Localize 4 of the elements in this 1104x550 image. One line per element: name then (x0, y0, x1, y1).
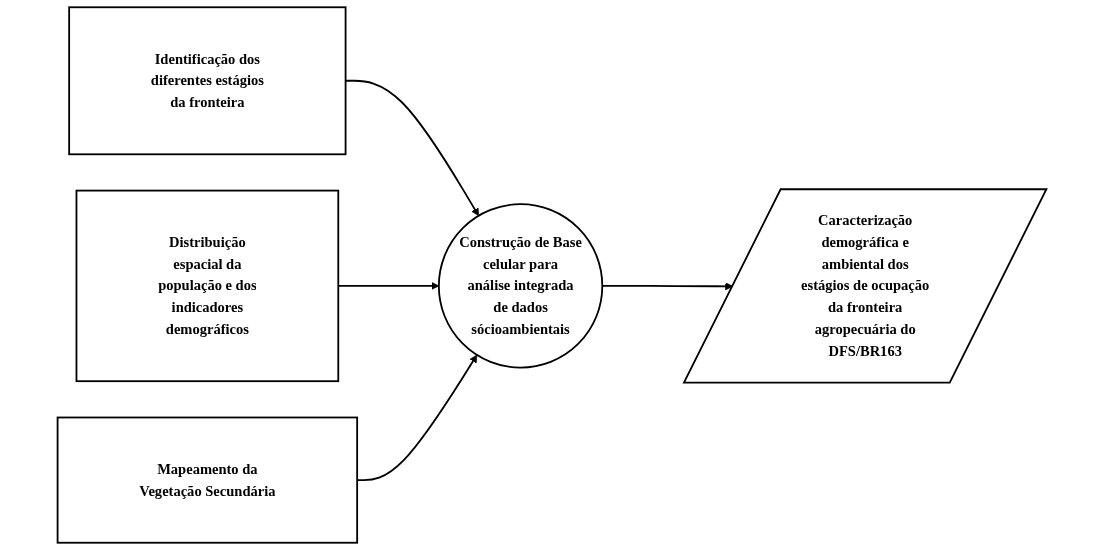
node-box: Distribuição espacial da população e dos indicadores demográficos (75, 189, 340, 383)
node-box: Identificação dos diferentes estágios da fronteira (68, 6, 347, 156)
node-circle: Construção de Base celular para análise integrada de dados sócioambientais (437, 203, 604, 369)
node-box: Mapeamento da Vegetação Secundária (56, 416, 359, 544)
